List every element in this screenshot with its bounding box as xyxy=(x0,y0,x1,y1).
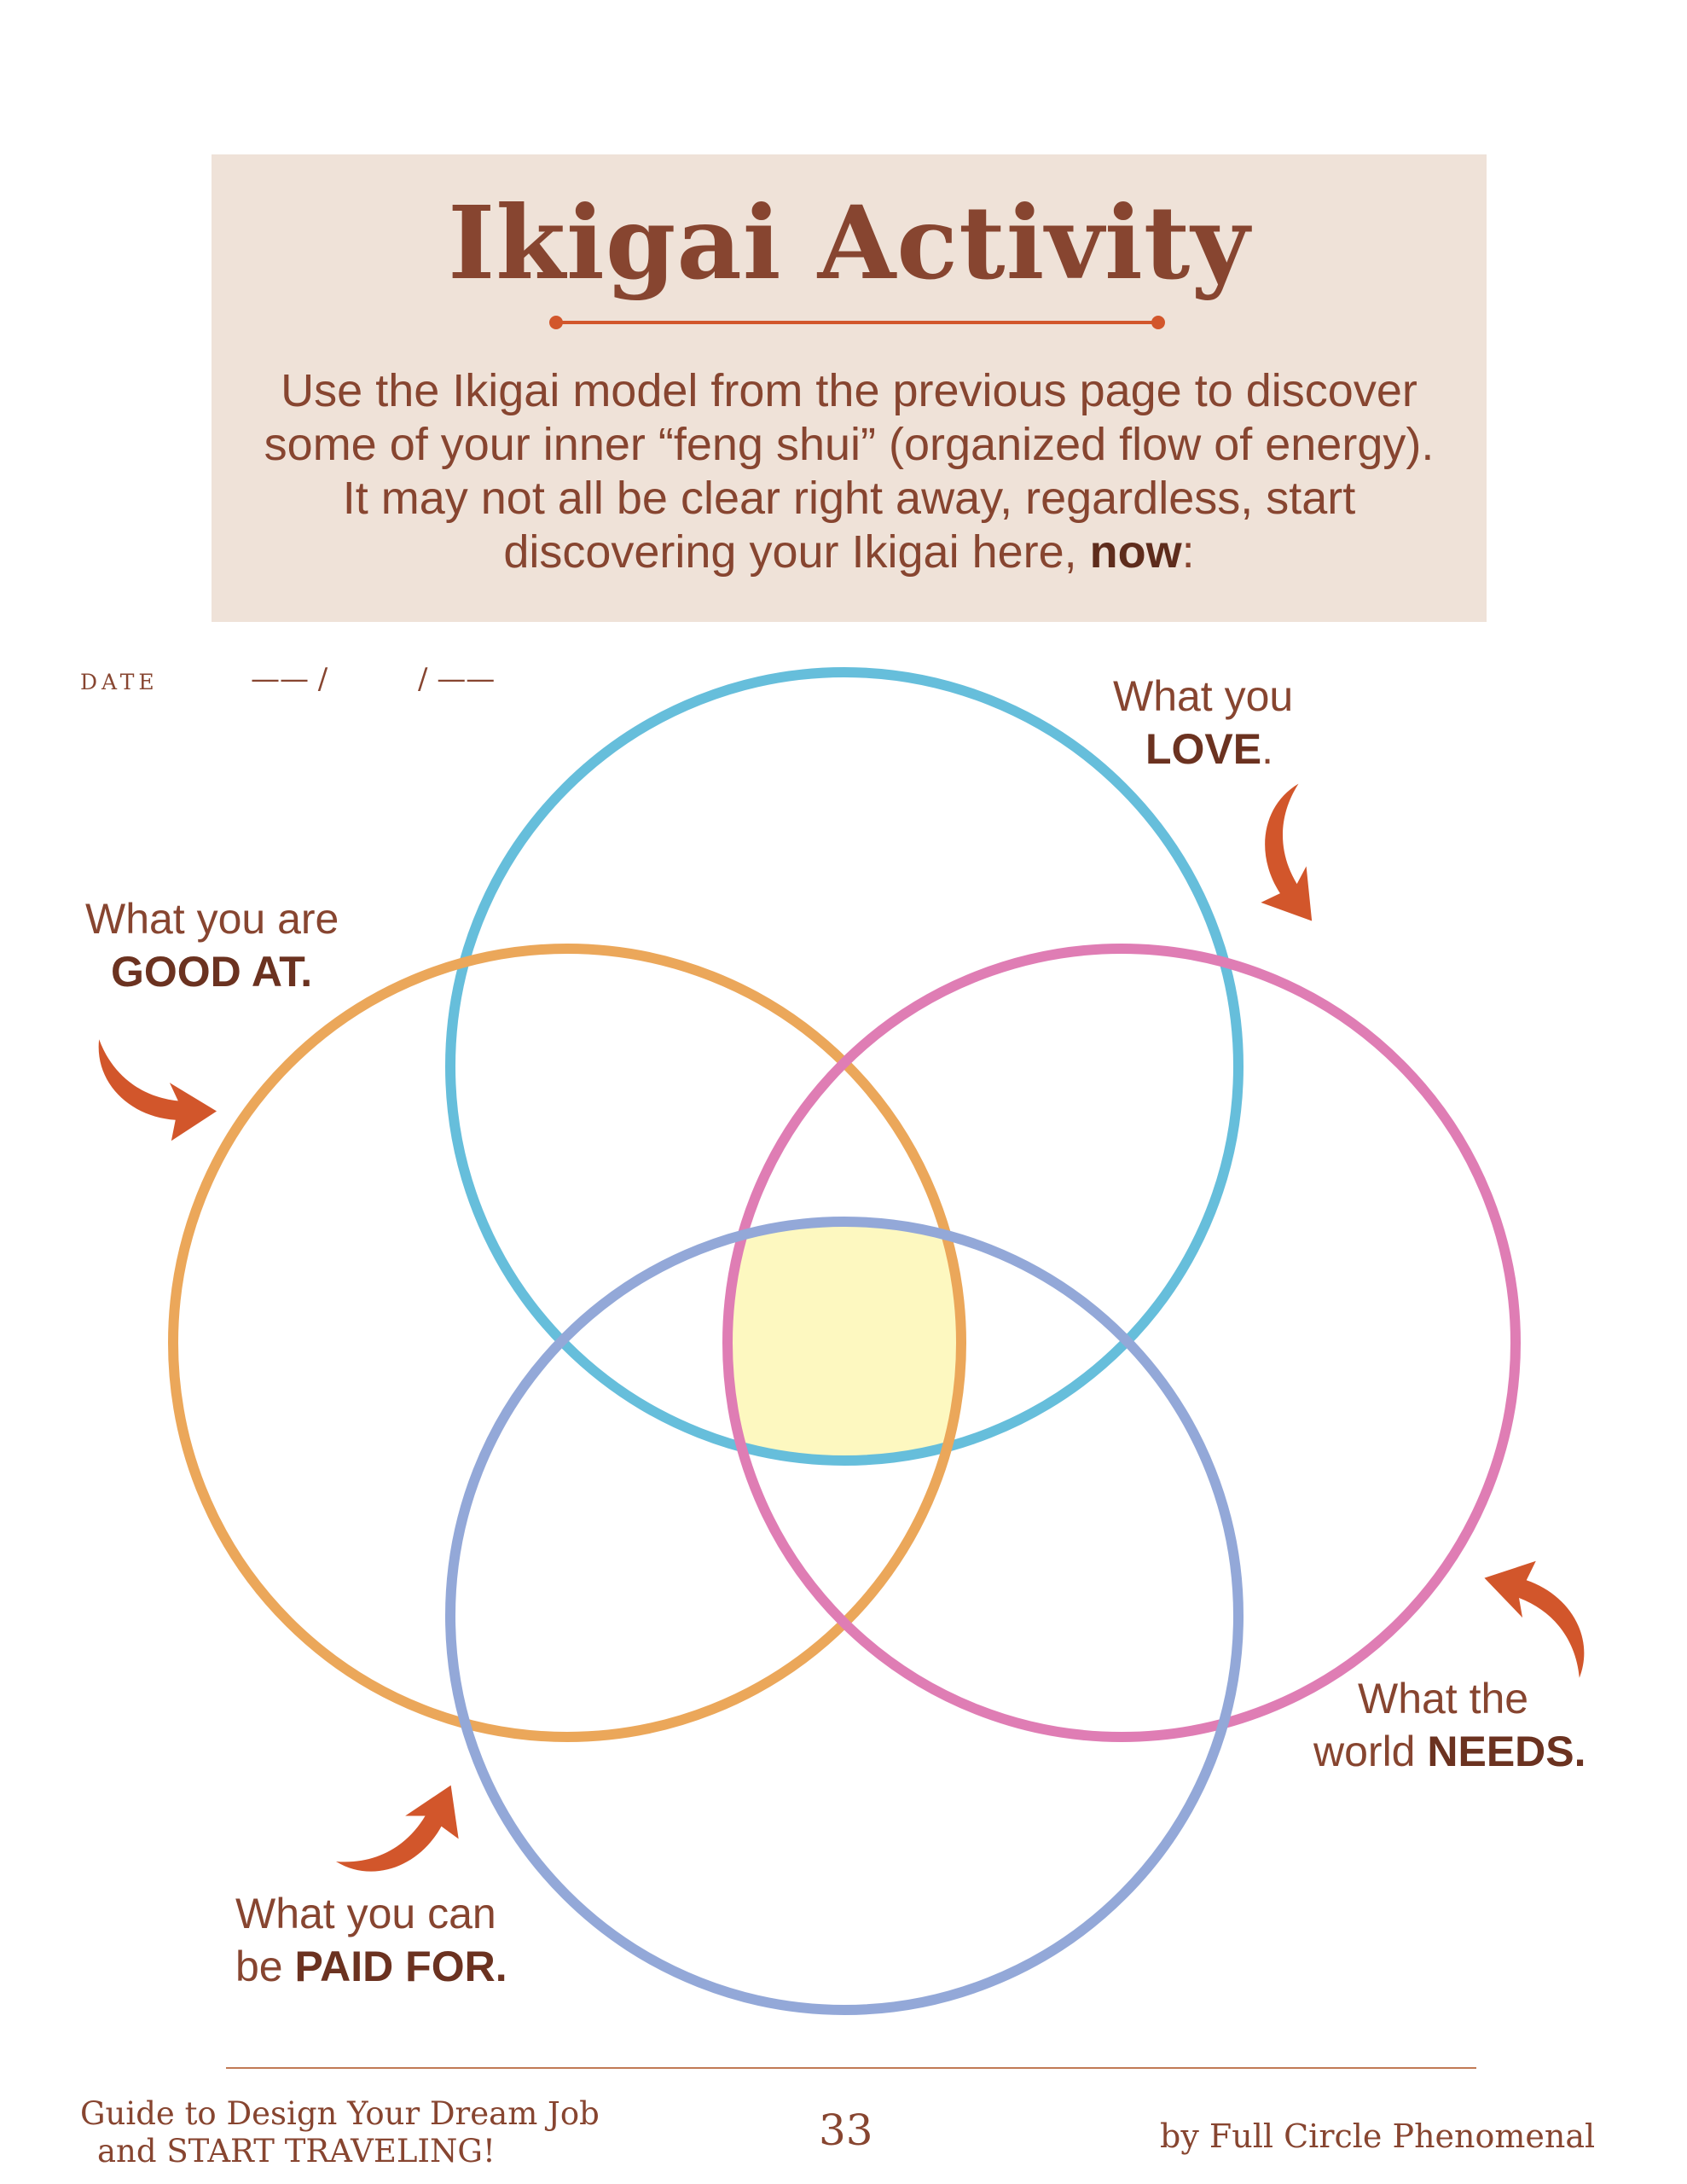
label-paid-line2: be PAID FOR. xyxy=(235,1940,507,1993)
label-paid-prefix: be xyxy=(235,1943,295,1990)
header-panel: Ikigai Activity Use the Ikigai model fro… xyxy=(212,154,1487,622)
intro-line-last: discovering your Ikigai here, now: xyxy=(229,526,1470,579)
label-love-suffix: . xyxy=(1261,725,1274,773)
date-blank-month[interactable]: —— / xyxy=(251,662,328,696)
intro-emphasis: now xyxy=(1089,526,1182,578)
rule-dot-right xyxy=(1151,316,1165,329)
footer-book-line2: and START TRAVELING! xyxy=(97,2133,496,2169)
label-needs: What the world NEEDS. xyxy=(1313,1672,1586,1778)
footer-author: by Full Circle Phenomenal xyxy=(1160,2117,1596,2155)
paid-for-circle xyxy=(445,1217,1244,2015)
love-circle xyxy=(445,667,1244,1466)
label-needs-bold: NEEDS. xyxy=(1427,1728,1586,1775)
curved-arrow-icon xyxy=(335,1757,475,1900)
intro-last-prefix: discovering your Ikigai here, xyxy=(503,526,1090,578)
label-good-at: What you are GOOD AT. xyxy=(85,892,339,998)
label-love: What you LOVE. xyxy=(1113,670,1293,775)
intro-line: some of your inner “feng shui” (organize… xyxy=(264,419,1435,470)
label-needs-line2: world NEEDS. xyxy=(1313,1725,1586,1778)
needs-circle xyxy=(722,944,1521,1742)
intro-line: It may not all be clear right away, rega… xyxy=(342,473,1356,524)
label-love-line2: LOVE. xyxy=(1113,723,1293,775)
label-paid-line1: What you can xyxy=(235,1890,496,1937)
label-needs-prefix: world xyxy=(1313,1728,1428,1775)
footer-book-title: Guide to Design Your Dream Job and START… xyxy=(80,2095,600,2170)
curved-arrow-icon xyxy=(1217,782,1373,938)
label-good-line1: What you are xyxy=(85,895,339,943)
label-needs-line1: What the xyxy=(1358,1675,1529,1722)
intro-text: Use the Ikigai model from the previous p… xyxy=(229,364,1470,579)
label-love-bold: LOVE xyxy=(1145,725,1262,773)
label-good-bold: GOOD AT. xyxy=(111,948,313,996)
page-number: 33 xyxy=(819,2106,873,2155)
curved-arrow-icon xyxy=(97,1029,219,1147)
good-at-circle xyxy=(168,944,966,1742)
footer-book-line1: Guide to Design Your Dream Job xyxy=(80,2095,600,2132)
label-paid-bold: PAID FOR. xyxy=(294,1943,507,1990)
page-title: Ikigai Activity xyxy=(448,183,1250,302)
label-love-line1: What you xyxy=(1113,672,1294,720)
intro-line: Use the Ikigai model from the previous p… xyxy=(281,365,1417,416)
curved-arrow-icon xyxy=(1470,1553,1600,1679)
label-good-line2: GOOD AT. xyxy=(85,945,339,998)
footer-divider xyxy=(226,2067,1476,2069)
title-underline xyxy=(556,321,1158,324)
label-paid-for: What you can be PAID FOR. xyxy=(235,1887,507,1993)
date-blank-year[interactable]: / —— xyxy=(418,662,496,696)
date-label: DATE xyxy=(80,670,159,694)
intro-last-suffix: : xyxy=(1181,526,1195,578)
